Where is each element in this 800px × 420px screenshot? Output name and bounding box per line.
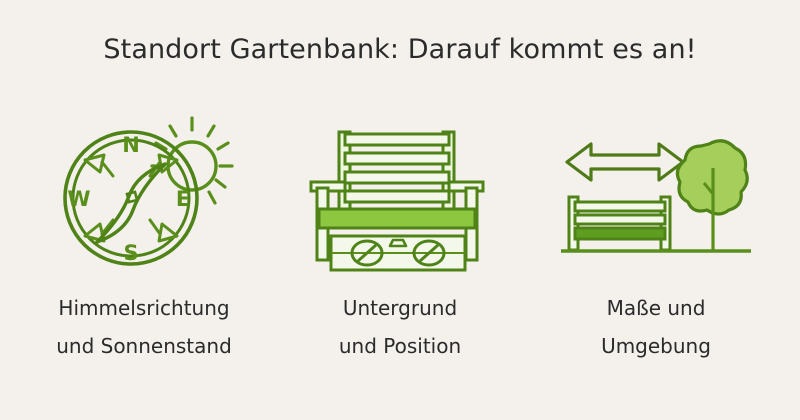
side-bench-rail-2 [573, 213, 667, 226]
spirit-level-vial-left-bubble [357, 243, 377, 263]
side-bench-seat [573, 226, 667, 241]
bench-spirit-level-icon [309, 130, 485, 272]
spirit-level-top-vial [388, 238, 408, 248]
spirit-level-vial-right-bubble [419, 243, 439, 263]
compass-sun-icon-box: N W E S [44, 110, 244, 275]
compass-outer-ring [63, 130, 199, 266]
panel-caption-himmelsrichtung: Himmelsrichtung und Sonnenstand [56, 289, 232, 365]
panel-masse: Maße und Umgebung [528, 110, 784, 365]
panel-untergrund: Untergrund und Position [272, 110, 528, 365]
caption-line-1: Untergrund [342, 296, 458, 320]
compass-needle-icon [95, 162, 167, 244]
panel-row: N W E S Himmelsrichtung und Sonnenstand [0, 110, 800, 365]
bench-seat [317, 207, 477, 230]
page-title: Standort Gartenbank: Darauf kommt es an! [103, 34, 697, 65]
spirit-level-icon [329, 234, 467, 272]
panel-himmelsrichtung: N W E S Himmelsrichtung und Sonnenstand [16, 110, 272, 365]
tree-branch-icon [702, 182, 715, 195]
caption-line-1: Himmelsrichtung [58, 296, 230, 320]
compass-pivot-icon [125, 190, 139, 204]
bench-tree-measure-icon-box [556, 110, 756, 275]
caption-line-2: und Sonnenstand [56, 334, 232, 358]
compass-label-north: N [122, 133, 140, 157]
spirit-level-vial-left [350, 239, 384, 267]
caption-line-2: Umgebung [601, 334, 711, 358]
caption-line-2: und Position [338, 334, 462, 358]
bench-slat-4 [343, 189, 451, 204]
compass-label-west: W [67, 187, 90, 211]
bench-spirit-level-icon-box [300, 110, 500, 275]
compass-label-east: E [176, 187, 190, 211]
compass-sun-icon: N W E S [63, 116, 234, 266]
double-arrow-icon [565, 142, 685, 182]
compass-inner-ring [71, 138, 191, 258]
side-bench-rail-1 [573, 200, 667, 213]
bench-slat-1 [343, 132, 451, 147]
panel-caption-untergrund: Untergrund und Position [339, 289, 461, 365]
compass-label-south: S [123, 241, 138, 265]
bench-tree-measure-icon [561, 139, 751, 253]
spirit-level-vial-right [412, 239, 446, 267]
caption-line-1: Maße und [606, 296, 706, 320]
bench-slat-3 [343, 170, 451, 185]
panel-caption-masse: Maße und Umgebung [601, 289, 711, 365]
bench-slat-2 [343, 151, 451, 166]
